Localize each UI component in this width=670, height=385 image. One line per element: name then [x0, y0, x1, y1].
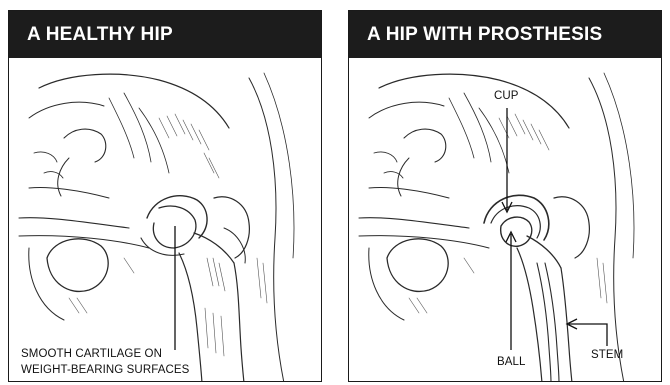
cartilage-label-line1: SMOOTH CARTILAGE ON: [21, 347, 162, 361]
cup-label: CUP: [494, 89, 519, 103]
prosthesis-hip-panel: A HIP WITH PROSTHESIS: [348, 10, 662, 382]
prosthesis-hip-title: A HIP WITH PROSTHESIS: [349, 11, 661, 58]
prosthesis-hip-illustration: [349, 58, 662, 382]
healthy-hip-title: A HEALTHY HIP: [9, 11, 321, 58]
healthy-hip-illustration: [9, 58, 322, 382]
ball-label: BALL: [497, 355, 526, 369]
stem-label: STEM: [591, 348, 623, 362]
cartilage-label-line2: WEIGHT-BEARING SURFACES: [21, 363, 189, 377]
healthy-hip-panel: A HEALTHY HIP: [8, 10, 322, 382]
